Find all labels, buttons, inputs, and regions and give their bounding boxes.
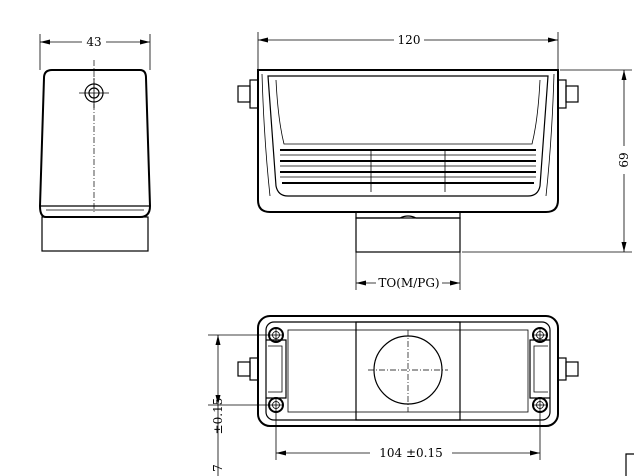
- front-body-outline: [257, 69, 559, 213]
- front-width-arrow-left: [258, 37, 268, 43]
- hole-spacing-arrow-right: [530, 450, 540, 456]
- front-width-label: 120: [398, 33, 421, 47]
- screw-head: [268, 327, 284, 343]
- top-body-outline: [257, 315, 559, 427]
- height-label: 69: [617, 152, 631, 167]
- front-ear-right-neck: [557, 79, 567, 109]
- thread-arrow-right: [450, 280, 460, 286]
- hole-spacing-v-arrow-bottom: [215, 395, 221, 405]
- front-ear-left-neck: [249, 79, 259, 109]
- side-view: 43: [38, 34, 152, 252]
- hole-spacing-v-label: ±0.15: [211, 398, 225, 435]
- front-ear-right: [565, 85, 579, 103]
- top-latch-left-inner: [268, 345, 283, 393]
- front-width-arrow-right: [548, 37, 558, 43]
- front-body-lip: [275, 79, 541, 145]
- top-ear-left: [237, 361, 251, 377]
- side-width-label: 43: [86, 35, 101, 49]
- side-width-arrow-right: [140, 39, 150, 45]
- hole-spacing-v-arrow-top: [215, 335, 221, 345]
- top-latch-right-inner: [533, 345, 548, 393]
- mounting-screw-br: [532, 397, 548, 413]
- top-cable-channel: [355, 321, 461, 421]
- front-outlet: [355, 217, 461, 253]
- screw-head: [532, 327, 548, 343]
- front-view: 120 69 TO(M/PG): [237, 32, 632, 290]
- mounting-screw-bl: [268, 397, 284, 413]
- height-arrow-top: [621, 70, 627, 80]
- title-block-corner: [625, 453, 634, 476]
- mounting-screw-tl: [268, 327, 284, 343]
- top-latch-right: [529, 339, 550, 399]
- side-view-base: [41, 216, 149, 252]
- top-ear-left-neck: [249, 357, 259, 381]
- top-latch-left: [266, 339, 287, 399]
- mounting-screw-tr: [532, 327, 548, 343]
- side-width-arrow-left: [40, 39, 50, 45]
- front-grip-ribs: [280, 149, 536, 192]
- thread-label: TO(M/PG): [378, 276, 439, 290]
- front-body-inner: [267, 75, 549, 197]
- hole-spacing-v-label-partial: 7: [211, 464, 225, 472]
- top-ear-right: [565, 361, 579, 377]
- top-ear-right-neck: [557, 357, 567, 381]
- hole-spacing-arrow-left: [276, 450, 286, 456]
- top-view: 104 ±0.15 ±0.15 7: [208, 315, 634, 476]
- side-view-outline: [38, 69, 152, 218]
- front-body-shoulder-right: [545, 73, 555, 197]
- front-body-shoulder-left: [261, 73, 271, 197]
- front-ear-left: [237, 85, 251, 103]
- hole-spacing-label: 104 ±0.15: [379, 446, 443, 460]
- height-arrow-bottom: [621, 242, 627, 252]
- thread-arrow-left: [356, 280, 366, 286]
